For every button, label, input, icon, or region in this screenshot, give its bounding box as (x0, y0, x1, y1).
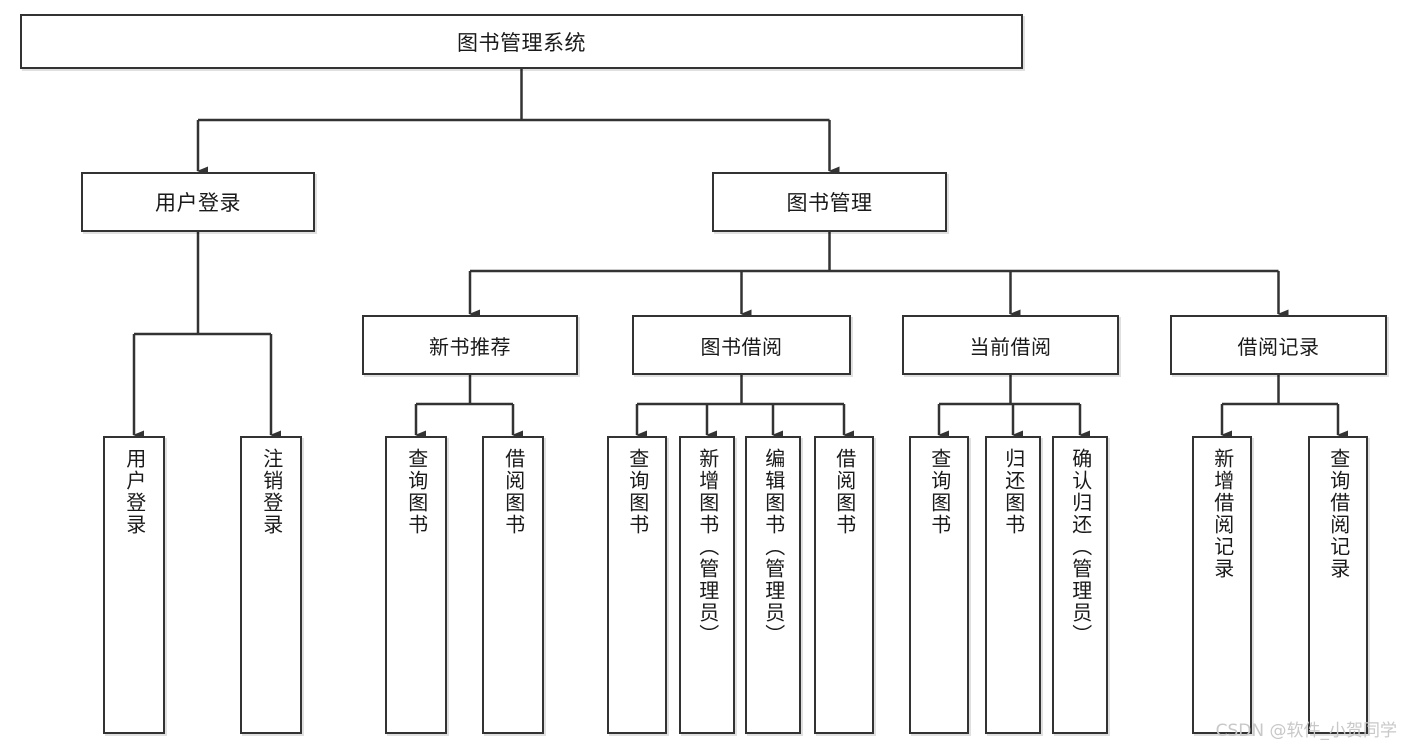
node-user-login[interactable]: 用户登录 (81, 172, 315, 232)
node-leaf-query-book-3[interactable]: 查询图书 (909, 436, 969, 734)
node-leaf-logout[interactable]: 注销登录 (240, 436, 302, 734)
node-borrow-record[interactable]: 借阅记录 (1170, 315, 1387, 375)
node-label: 借阅图书 (501, 448, 526, 536)
node-label: 新书推荐 (429, 334, 511, 359)
node-label: 查询借阅记录 (1326, 448, 1351, 580)
node-leaf-add-book[interactable]: 新增图书（管理员） (679, 436, 735, 734)
node-label: 当前借阅 (969, 334, 1052, 359)
node-label: 图书借阅 (700, 334, 783, 359)
node-book-borrow[interactable]: 图书借阅 (632, 315, 851, 375)
node-leaf-borrow-book-1[interactable]: 借阅图书 (482, 436, 544, 734)
node-leaf-add-record[interactable]: 新增借阅记录 (1192, 436, 1252, 734)
node-label: 查询图书 (404, 448, 429, 536)
node-label: 新增图书（管理员） (695, 448, 720, 646)
node-book-manage[interactable]: 图书管理 (712, 172, 947, 232)
node-leaf-query-record[interactable]: 查询借阅记录 (1308, 436, 1368, 734)
node-label: 借阅记录 (1237, 334, 1320, 359)
node-label: 注销登录 (259, 448, 284, 536)
node-new-book-rec[interactable]: 新书推荐 (362, 315, 578, 375)
node-label: 图书管理系统 (457, 30, 586, 55)
node-label: 新增借阅记录 (1210, 448, 1235, 580)
node-leaf-confirm-return[interactable]: 确认归还（管理员） (1052, 436, 1108, 734)
node-label: 图书管理 (786, 191, 873, 215)
node-root[interactable]: 图书管理系统 (20, 14, 1023, 69)
node-label: 归还图书 (1001, 448, 1026, 536)
node-label: 查询图书 (927, 448, 952, 536)
node-leaf-borrow-book-2[interactable]: 借阅图书 (814, 436, 874, 734)
node-leaf-query-book-2[interactable]: 查询图书 (607, 436, 667, 734)
node-leaf-edit-book[interactable]: 编辑图书（管理员） (745, 436, 801, 734)
node-current-borrow[interactable]: 当前借阅 (902, 315, 1119, 375)
node-label: 用户登录 (122, 448, 147, 536)
node-label: 借阅图书 (832, 448, 857, 536)
node-label: 编辑图书（管理员） (761, 448, 786, 646)
node-label: 用户登录 (155, 191, 241, 215)
node-label: 确认归还（管理员） (1068, 448, 1093, 646)
node-label: 查询图书 (625, 448, 650, 536)
node-leaf-user-login[interactable]: 用户登录 (103, 436, 165, 734)
node-leaf-return-book[interactable]: 归还图书 (985, 436, 1041, 734)
node-leaf-query-book-1[interactable]: 查询图书 (385, 436, 447, 734)
